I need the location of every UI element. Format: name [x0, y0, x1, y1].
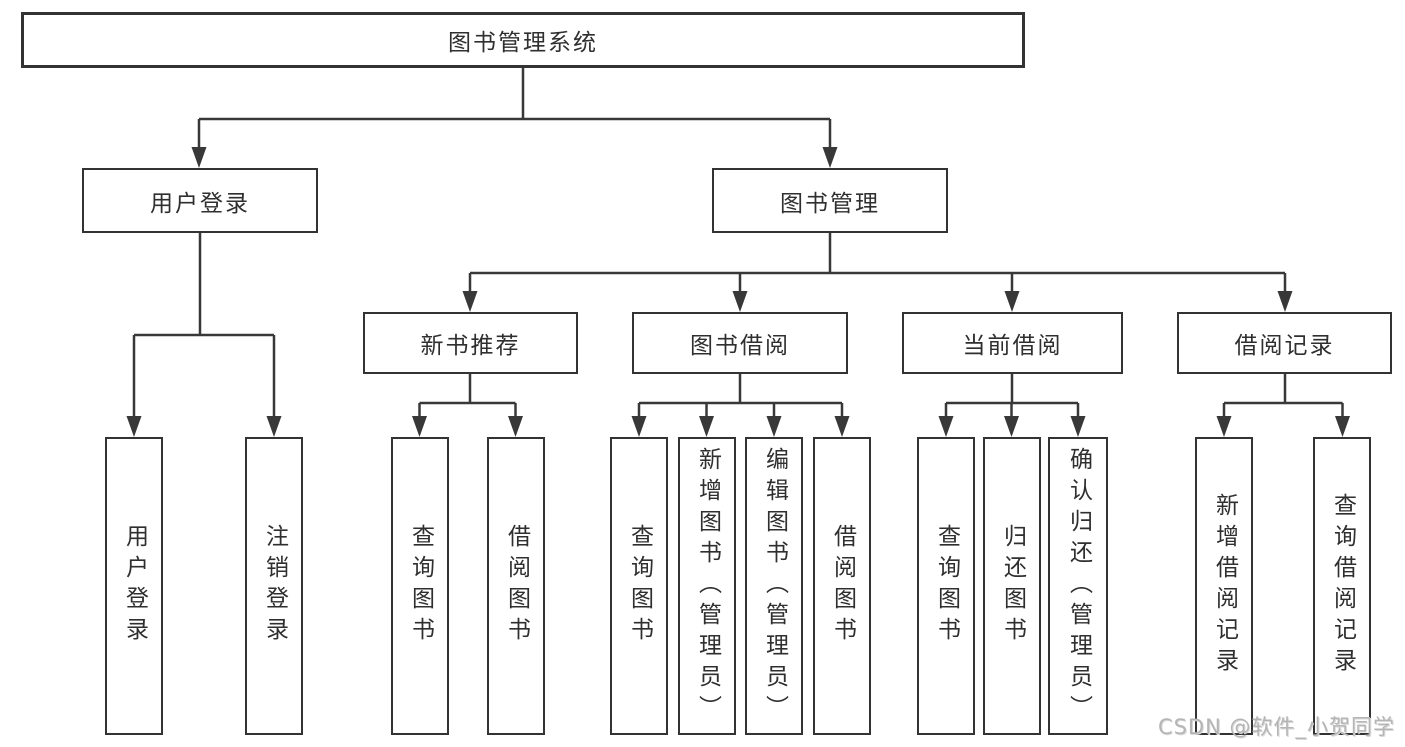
leaf-return-book: 归还图书: [983, 437, 1041, 735]
node-new-book-recommendation: 新书推荐: [363, 312, 578, 374]
leaf-label: 查询图书: [407, 524, 434, 648]
leaf-user-login: 用户登录: [105, 437, 163, 735]
node-book-borrowing: 图书借阅: [632, 312, 848, 374]
leaf-label: 确认归还（管理员）: [1065, 446, 1092, 726]
node-current-borrowing: 当前借阅: [902, 312, 1123, 374]
leaf-label: 新增借阅记录: [1211, 493, 1238, 679]
node-book-management: 图书管理: [712, 168, 948, 233]
node-borrowing-records: 借阅记录: [1177, 312, 1392, 374]
node-label: 图书管理系统: [448, 30, 598, 56]
node-user-login: 用户登录: [82, 168, 318, 233]
leaf-label: 查询借阅记录: [1329, 493, 1356, 679]
node-label: 图书借阅: [690, 333, 790, 359]
leaf-label: 新增图书（管理员）: [694, 446, 721, 726]
leaf-label: 用户登录: [121, 524, 148, 648]
leaf-query-books-recommend: 查询图书: [391, 437, 449, 735]
leaf-label: 借阅图书: [829, 524, 856, 648]
leaf-borrow-books-recommend: 借阅图书: [487, 437, 545, 735]
leaf-logout: 注销登录: [245, 437, 303, 735]
leaf-add-borrow-record: 新增借阅记录: [1195, 437, 1253, 735]
arrowheads: [126, 147, 1350, 437]
node-label: 新书推荐: [420, 333, 521, 359]
node-label: 当前借阅: [962, 333, 1063, 359]
node-label: 借阅记录: [1234, 333, 1335, 359]
leaf-label: 归还图书: [999, 524, 1026, 648]
node-library-management-system: 图书管理系统: [21, 12, 1025, 68]
leaf-label: 编辑图书（管理员）: [761, 446, 788, 726]
node-label: 图书管理: [780, 190, 880, 217]
leaf-label: 注销登录: [261, 524, 288, 648]
leaf-borrow-books-borrowing: 借阅图书: [813, 437, 871, 735]
leaf-confirm-return-admin: 确认归还（管理员）: [1048, 437, 1108, 735]
leaf-label: 借阅图书: [503, 524, 530, 648]
leaf-query-books-current: 查询图书: [917, 437, 975, 735]
leaf-edit-book-admin: 编辑图书（管理员）: [745, 437, 803, 735]
leaf-label: 查询图书: [626, 524, 653, 648]
leaf-add-book-admin: 新增图书（管理员）: [678, 437, 736, 735]
leaf-query-books-borrowing: 查询图书: [610, 437, 668, 735]
leaf-label: 查询图书: [933, 524, 960, 648]
node-label: 用户登录: [150, 190, 250, 217]
leaf-query-borrow-record: 查询借阅记录: [1313, 437, 1371, 735]
